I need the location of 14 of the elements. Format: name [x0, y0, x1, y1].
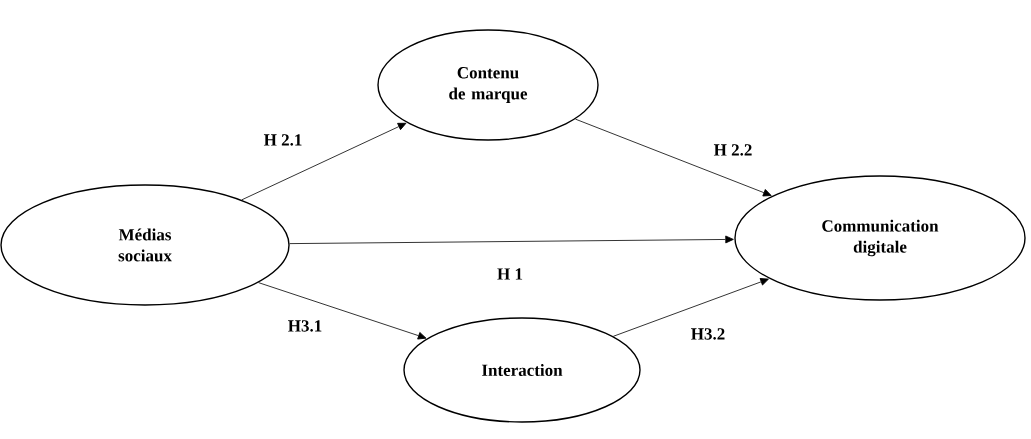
ellipse-node: Interaction: [403, 317, 641, 423]
edge-label: H3.2: [691, 328, 725, 340]
ellipse-node: Médias sociaux: [0, 184, 290, 306]
ellipse-node: Communication digitale: [734, 175, 1026, 301]
edge-label: H 1: [497, 268, 523, 280]
arrow: [258, 282, 427, 340]
edge-label: H 2.1: [263, 134, 302, 146]
edge-label: H 2.2: [713, 144, 752, 156]
edge-label: H3.1: [288, 320, 322, 332]
arrow: [612, 278, 769, 337]
arrow: [241, 122, 407, 201]
ellipse-node: Contenu de marque: [377, 29, 599, 141]
arrow: [289, 235, 734, 244]
arrow: [575, 118, 772, 197]
